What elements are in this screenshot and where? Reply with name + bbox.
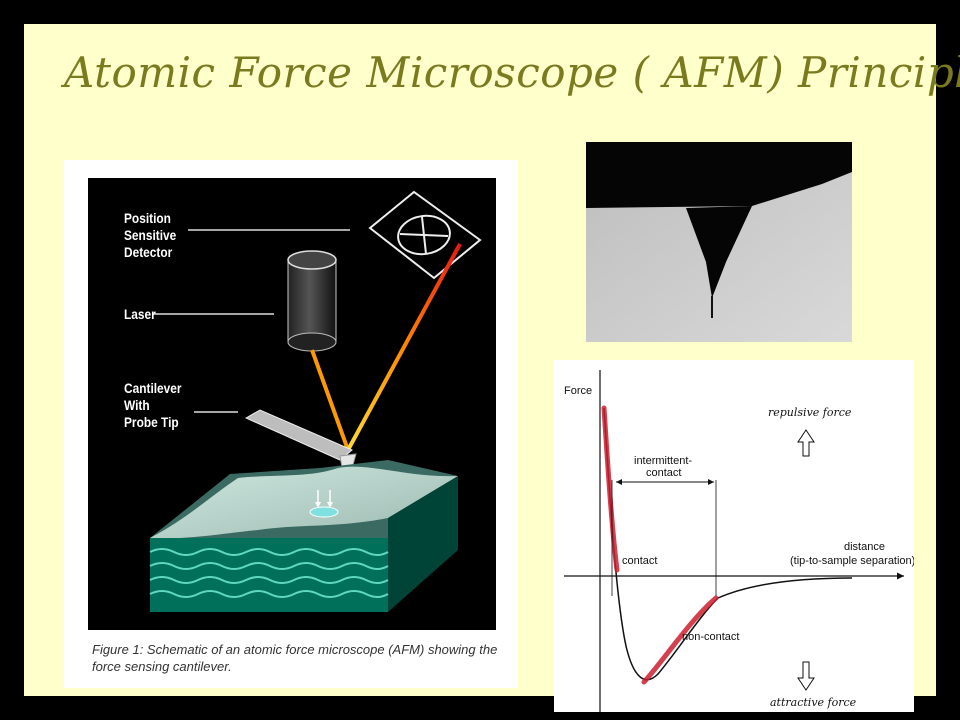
- intermittent-label-line1: intermittent-: [634, 455, 692, 467]
- incident-laser-beam: [310, 349, 350, 451]
- slide-title: Atomic Force Microscope ( AFM) Principle: [64, 48, 960, 97]
- attractive-force-label: attractive force: [770, 696, 857, 709]
- contact-region-highlight: [601, 405, 620, 573]
- tip-micrograph: [586, 142, 852, 342]
- slide: Atomic Force Microscope ( AFM) Principle: [24, 24, 960, 712]
- x-axis-label-line1: distance: [844, 541, 885, 553]
- non-contact-region-highlight: [641, 595, 719, 685]
- cantilever-label: Cantilever With Probe Tip: [124, 380, 182, 430]
- reflected-laser-beam: [346, 243, 462, 451]
- up-arrow-icon: [797, 429, 815, 457]
- x-axis-label-line2: (tip-to-sample separation): [790, 555, 914, 567]
- afm-schematic-figure: Position Sensitive Detector Laser Cantil…: [64, 160, 518, 688]
- force-distance-graph: Force distance (tip-to-sample separation…: [554, 360, 914, 712]
- cantilever: [244, 409, 353, 461]
- position-sensitive-detector: [368, 190, 482, 280]
- figure-caption: Figure 1: Schematic of an atomic force m…: [92, 642, 498, 674]
- afm-schematic-diagram: [88, 178, 496, 630]
- down-arrow-icon: [797, 661, 815, 691]
- repulsive-force-label: repulsive force: [768, 406, 852, 419]
- sample-surface-block: [149, 460, 458, 612]
- afm-tip-photo: [586, 142, 852, 342]
- force-distance-plot: Force distance (tip-to-sample separation…: [564, 370, 914, 712]
- detector-label: Position Sensitive Detector: [124, 210, 177, 260]
- laser-label: Laser: [124, 306, 156, 322]
- non-contact-label: non-contact: [682, 631, 739, 643]
- y-axis-label: Force: [564, 385, 592, 397]
- laser-source: [287, 250, 337, 352]
- contact-label: contact: [622, 555, 657, 567]
- intermittent-label-line2: contact: [646, 467, 681, 479]
